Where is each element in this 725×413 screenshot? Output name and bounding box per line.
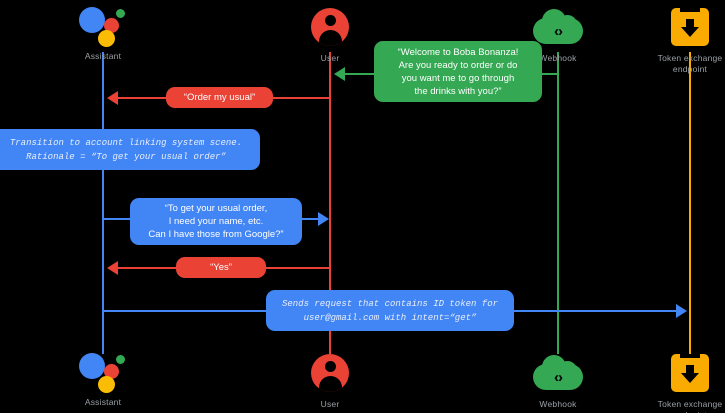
actor-label-user-bottom: User [320, 399, 340, 409]
actor-user-top: User [270, 4, 390, 64]
download-box-icon [671, 8, 709, 46]
actor-assistant-top: Assistant [43, 2, 163, 62]
actor-label-token-endpoint-line1: Token exchange [657, 53, 723, 63]
arrow-head-request-name [318, 212, 329, 226]
message-bubble-request-name: “To get your usual order, I need your na… [130, 198, 302, 245]
actor-label-webhook-bottom: Webhook [539, 399, 577, 409]
actor-label-token-endpoint-bottom-line1: Token exchange [657, 399, 723, 409]
webhook-icon-wrap: ‹› [498, 4, 618, 50]
token-icon-wrap-bottom [630, 350, 725, 396]
message-text-request-name: “To get your usual order, I need your na… [148, 203, 284, 240]
actor-webhook-bottom: ‹› Webhook [498, 350, 618, 410]
actor-label-token-endpoint-line2: endpoint [672, 64, 708, 74]
google-assistant-icon [79, 3, 127, 47]
actor-label-assistant: Assistant [84, 51, 122, 61]
actor-webhook-top: ‹› Webhook [498, 4, 618, 64]
user-icon-wrap-bottom [270, 350, 390, 396]
download-box-icon [671, 354, 709, 392]
arrow-head-yes [107, 261, 118, 275]
code-brackets-glyph: ‹› [554, 22, 563, 40]
actor-label-user: User [320, 53, 340, 63]
cloud-code-icon: ‹› [533, 8, 583, 46]
assistant-icon-wrap-bottom [43, 348, 163, 394]
message-bubble-welcome: “Welcome to Boba Bonanza! Are you ready … [374, 41, 542, 102]
actor-token-endpoint-bottom: Token exchange endpoint [630, 350, 725, 413]
note-text-transition: Transition to account linking system sce… [9, 137, 243, 162]
webhook-icon-wrap-bottom: ‹› [498, 350, 618, 396]
lifeline-assistant [102, 52, 104, 354]
actor-user-bottom: User [270, 350, 390, 410]
message-bubble-sends-request: Sends request that contains ID token for… [266, 290, 514, 331]
message-bubble-order-my-usual: “Order my usual” [166, 87, 273, 108]
message-text-sends-request: Sends request that contains ID token for… [281, 298, 499, 323]
lifeline-user [329, 52, 331, 354]
assistant-icon-wrap [43, 2, 163, 48]
actor-assistant-bottom: Assistant [43, 348, 163, 408]
actor-token-endpoint-top: Token exchange endpoint [630, 4, 725, 75]
arrow-head-sends-request [676, 304, 687, 318]
actor-label-token-endpoint-bottom-line2: endpoint [630, 410, 725, 413]
arrow-head-welcome [334, 67, 345, 81]
lifeline-webhook [557, 52, 559, 354]
google-assistant-icon [79, 349, 127, 393]
token-icon-wrap [630, 4, 725, 50]
user-avatar-icon [311, 354, 349, 392]
note-transition: Transition to account linking system sce… [0, 129, 260, 170]
code-brackets-glyph: ‹› [554, 368, 563, 386]
message-text-welcome: “Welcome to Boba Bonanza! Are you ready … [397, 46, 519, 97]
message-bubble-yes: “Yes” [176, 257, 266, 278]
user-avatar-icon [311, 8, 349, 46]
user-icon-wrap [270, 4, 390, 50]
lifeline-token-endpoint [689, 52, 691, 354]
message-text-yes: “Yes” [210, 262, 232, 273]
actor-label-webhook: Webhook [539, 53, 577, 63]
arrow-head-order-my-usual [107, 91, 118, 105]
actor-label-assistant-bottom: Assistant [84, 397, 122, 407]
cloud-code-icon: ‹› [533, 354, 583, 392]
message-text-order-my-usual: “Order my usual” [183, 92, 256, 103]
